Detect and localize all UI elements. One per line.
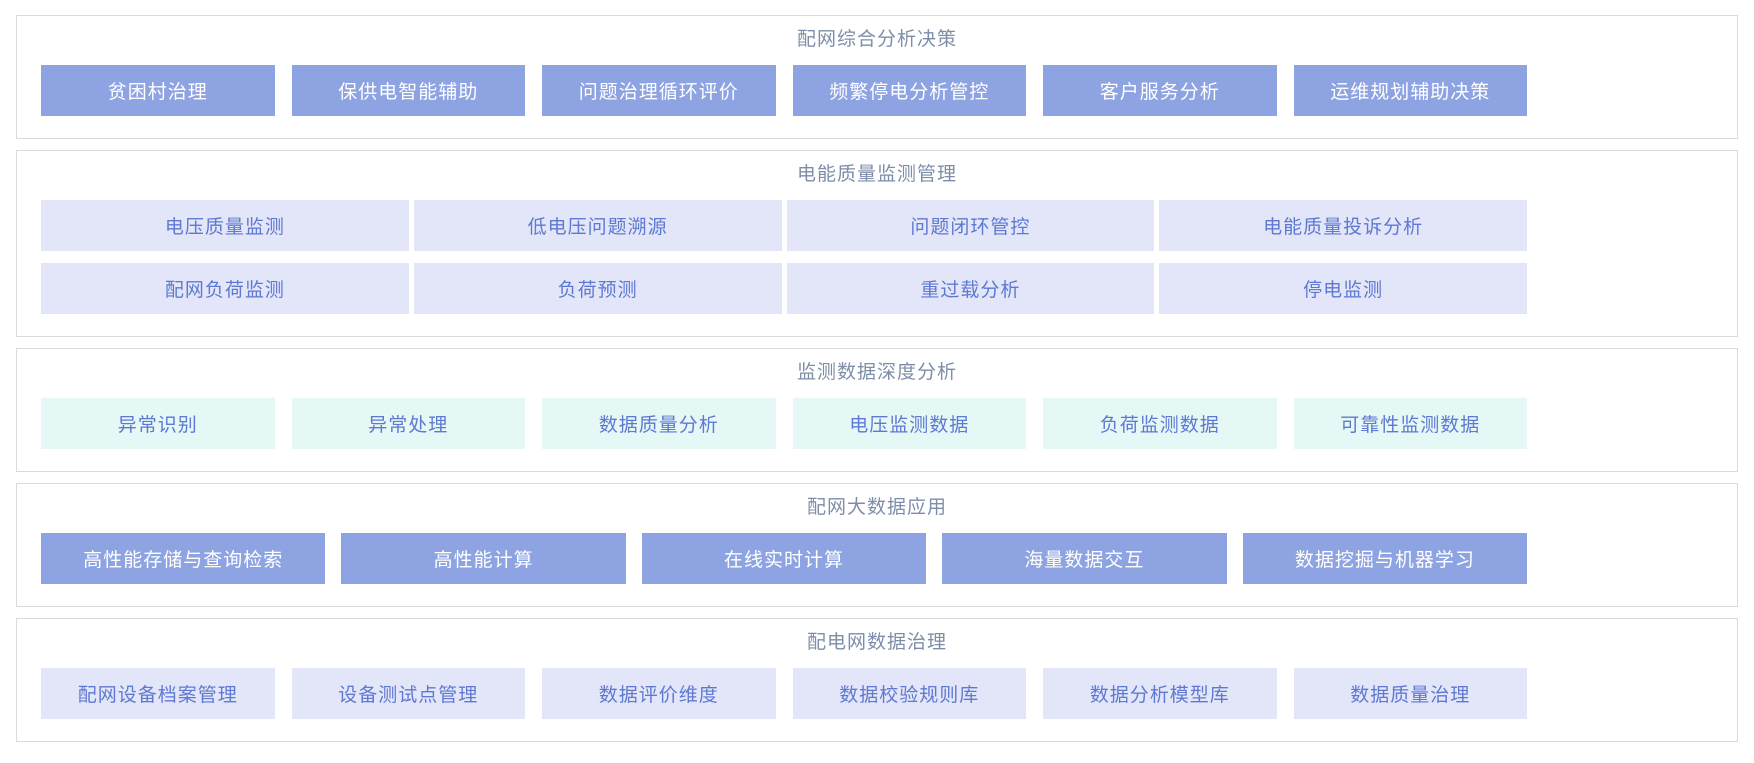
module-button[interactable]: 高性能存储与查询检索 (41, 533, 326, 584)
module-row: 配网负荷监测负荷预测重过载分析停电监测 (41, 263, 1527, 314)
module-button[interactable]: 电压监测数据 (792, 398, 1026, 449)
section-title: 配网大数据应用 (806, 497, 947, 518)
section-title: 监测数据深度分析 (796, 362, 957, 383)
section-panel-4: 配网大数据应用 高性能存储与查询检索高性能计算在线实时计算海量数据交互数据挖掘与… (16, 483, 1738, 607)
section-rows: 高性能存储与查询检索高性能计算在线实时计算海量数据交互数据挖掘与机器学习 (41, 533, 1528, 584)
module-button[interactable]: 客户服务分析 (1043, 65, 1277, 116)
module-button[interactable]: 停电监测 (1159, 263, 1527, 314)
module-row: 配网设备档案管理设备测试点管理数据评价维度数据校验规则库数据分析模型库数据质量治… (41, 668, 1527, 719)
module-button[interactable]: 数据质量分析 (542, 398, 776, 449)
module-button[interactable]: 高性能计算 (341, 533, 626, 584)
module-row: 异常识别异常处理数据质量分析电压监测数据负荷监测数据可靠性监测数据 (41, 398, 1527, 449)
module-button[interactable]: 运维规划辅助决策 (1293, 65, 1527, 116)
module-button[interactable]: 负荷预测 (413, 263, 782, 314)
module-button[interactable]: 负荷监测数据 (1043, 398, 1277, 449)
section-panel-2: 电能质量监测管理 电压质量监测低电压问题溯源问题闭环管控电能质量投诉分析配网负荷… (16, 150, 1738, 337)
section-title: 配电网数据治理 (806, 632, 947, 653)
module-button[interactable]: 可靠性监测数据 (1293, 398, 1527, 449)
section-rows: 贫困村治理保供电智能辅助问题治理循环评价频繁停电分析管控客户服务分析运维规划辅助… (41, 65, 1527, 116)
module-button[interactable]: 海量数据交互 (942, 533, 1227, 584)
module-button[interactable]: 数据挖掘与机器学习 (1242, 533, 1528, 584)
section-rows: 电压质量监测低电压问题溯源问题闭环管控电能质量投诉分析配网负荷监测负荷预测重过载… (41, 200, 1527, 314)
module-button[interactable]: 数据评价维度 (542, 668, 776, 719)
module-button[interactable]: 设备测试点管理 (291, 668, 525, 719)
architecture-panels: 配网综合分析决策 贫困村治理保供电智能辅助问题治理循环评价频繁停电分析管控客户服… (16, 15, 1738, 742)
section-panel-5: 配电网数据治理 配网设备档案管理设备测试点管理数据评价维度数据校验规则库数据分析… (16, 618, 1738, 742)
module-button[interactable]: 配网负荷监测 (41, 263, 409, 314)
module-row: 电压质量监测低电压问题溯源问题闭环管控电能质量投诉分析 (41, 200, 1527, 251)
module-button[interactable]: 低电压问题溯源 (413, 200, 782, 251)
section-panel-3: 监测数据深度分析 异常识别异常处理数据质量分析电压监测数据负荷监测数据可靠性监测… (16, 348, 1738, 472)
section-title: 电能质量监测管理 (796, 164, 957, 185)
module-button[interactable]: 数据质量治理 (1293, 668, 1527, 719)
module-button[interactable]: 问题治理循环评价 (542, 65, 776, 116)
module-button[interactable]: 重过载分析 (786, 263, 1155, 314)
module-button[interactable]: 在线实时计算 (641, 533, 927, 584)
module-button[interactable]: 异常识别 (41, 398, 275, 449)
module-button[interactable]: 频繁停电分析管控 (792, 65, 1026, 116)
section-title: 配网综合分析决策 (796, 29, 957, 50)
module-button[interactable]: 问题闭环管控 (786, 200, 1155, 251)
module-button[interactable]: 贫困村治理 (41, 65, 275, 116)
module-button[interactable]: 保供电智能辅助 (291, 65, 525, 116)
module-button[interactable]: 电能质量投诉分析 (1159, 200, 1527, 251)
module-button[interactable]: 异常处理 (291, 398, 525, 449)
module-button[interactable]: 电压质量监测 (41, 200, 409, 251)
module-row: 高性能存储与查询检索高性能计算在线实时计算海量数据交互数据挖掘与机器学习 (41, 533, 1528, 584)
module-button[interactable]: 配网设备档案管理 (41, 668, 275, 719)
section-panel-1: 配网综合分析决策 贫困村治理保供电智能辅助问题治理循环评价频繁停电分析管控客户服… (16, 15, 1738, 139)
section-rows: 配网设备档案管理设备测试点管理数据评价维度数据校验规则库数据分析模型库数据质量治… (41, 668, 1527, 719)
module-row: 贫困村治理保供电智能辅助问题治理循环评价频繁停电分析管控客户服务分析运维规划辅助… (41, 65, 1527, 116)
module-button[interactable]: 数据分析模型库 (1043, 668, 1277, 719)
section-rows: 异常识别异常处理数据质量分析电压监测数据负荷监测数据可靠性监测数据 (41, 398, 1527, 449)
module-button[interactable]: 数据校验规则库 (792, 668, 1026, 719)
